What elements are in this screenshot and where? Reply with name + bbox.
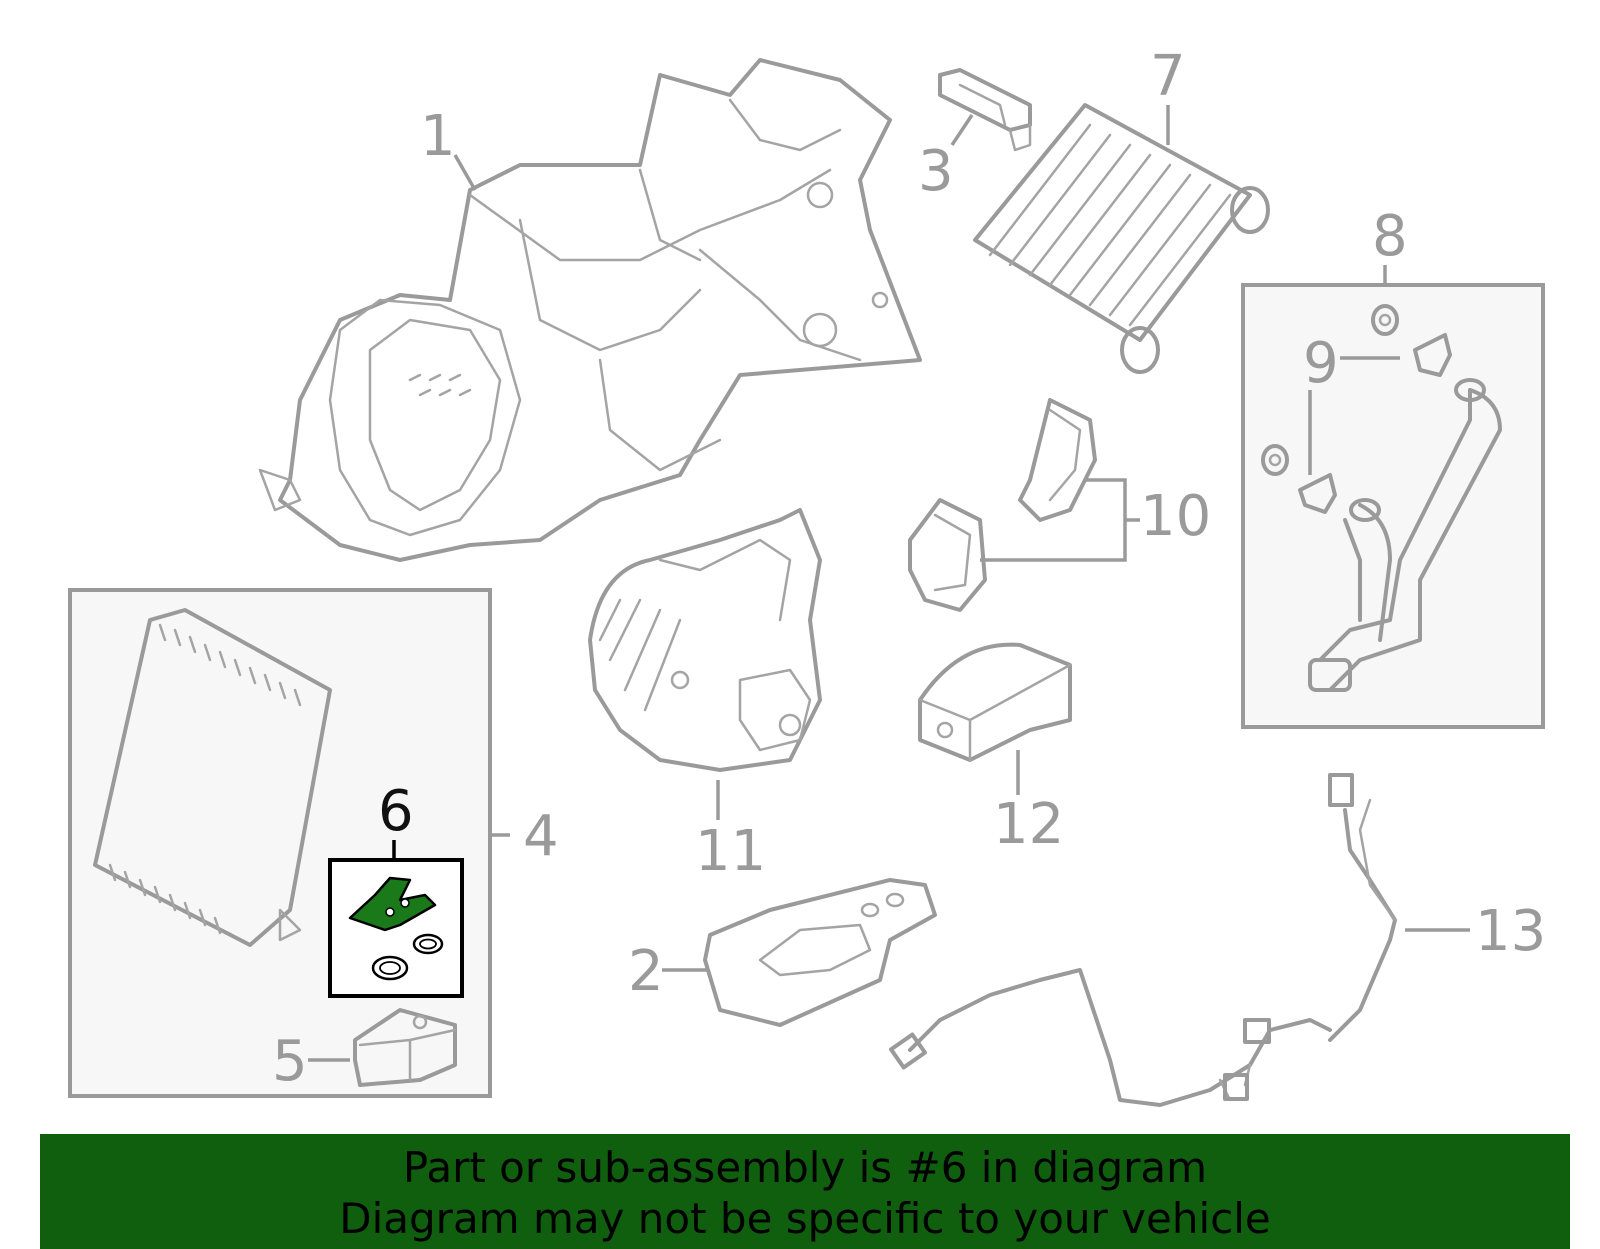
part-13-wiring-harness[interactable] [889,773,1397,1107]
part-6-o-ring-large [371,955,409,981]
part-label-2: 2 [628,939,664,1004]
leader-10 [980,478,1140,562]
part-6-o-ring-small [412,933,444,955]
part-2-duct-seal[interactable] [703,878,937,1027]
part-label-3: 3 [918,139,954,204]
part-5-expansion-valve[interactable] [353,1008,457,1087]
part-label-6: 6 [378,779,414,844]
part-10-actuators[interactable] [908,398,1097,612]
part-1-hvac-housing[interactable] [258,58,922,562]
part-12-module[interactable] [918,642,1072,762]
part-label-9: 9 [1303,331,1339,396]
part-label-10: 10 [1140,484,1211,549]
exploded-parts-diagram: 1 3 7 8 9 10 [68,44,1546,1107]
info-banner: Part or sub-assembly is #6 in diagram Di… [40,1134,1570,1249]
part-11-blower-motor[interactable] [588,508,822,772]
part-6-gasket-plate [348,876,437,932]
part-label-13: 13 [1475,899,1546,964]
leader-3 [950,114,974,146]
part-label-1: 1 [420,104,456,169]
part-9-clips[interactable] [1261,304,1452,514]
banner-line-1: Part or sub-assembly is #6 in diagram [402,1143,1208,1192]
part-4-evaporator[interactable] [93,608,332,947]
part-3-sensor[interactable] [938,68,1032,152]
banner-line-2: Diagram may not be specific to your vehi… [339,1194,1271,1243]
leader-1 [453,154,477,191]
part-label-12: 12 [993,792,1064,857]
group-box-4 [68,588,492,1098]
part-label-11: 11 [695,819,766,884]
part-8-heater-pipes[interactable] [1308,378,1502,692]
group-box-8 [1241,283,1545,729]
part-label-5: 5 [272,1029,308,1094]
part-label-8: 8 [1372,204,1408,269]
part-6-seal-kit-highlighted[interactable] [328,858,464,998]
part-7-heater-core[interactable] [973,103,1270,374]
part-label-4: 4 [523,804,559,869]
part-label-7: 7 [1150,44,1186,109]
